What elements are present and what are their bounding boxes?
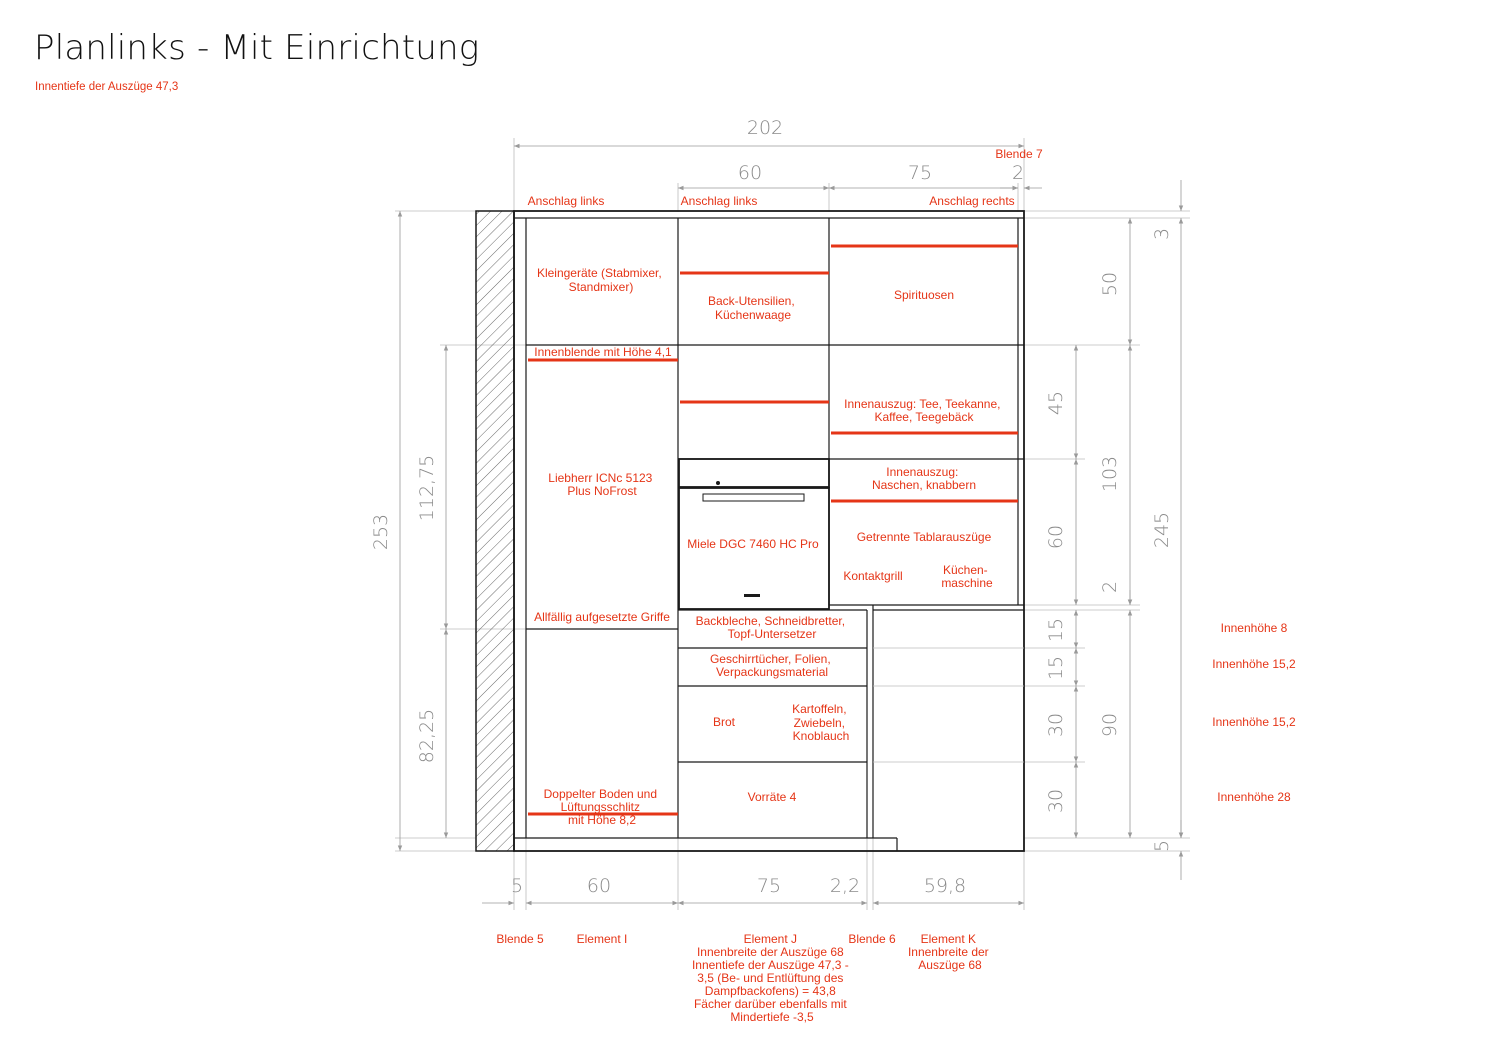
dim-r1-15a: 15 [1045,618,1067,642]
label-liebherr: Liebherr ICNc 5123 Plus NoFrost [548,471,655,498]
label-kuechenmaschine: Küchen- maschine [941,563,993,590]
label-anschlag-links-1: Anschlag links [528,194,605,208]
dim-bot-5: 5 [511,875,523,897]
dimension-texts: 202 60 75 2 253 112,75 82,25 45 60 15 15… [370,117,1173,897]
label-griffe: Allfällig aufgesetzte Griffe [534,610,670,624]
dim-r2-2: 2 [1099,581,1121,593]
dim-left-82-25: 82,25 [416,709,438,763]
label-anschlag-rechts: Anschlag rechts [929,194,1014,208]
label-kleingeraete: Kleingeräte (Stabmixer, Standmixer) [537,266,665,294]
label-kontaktgrill: Kontaktgrill [843,569,902,583]
dim-r3-245: 245 [1151,512,1173,548]
dim-bot-75: 75 [757,875,781,897]
label-innenhoehe-28: Innenhöhe 28 [1217,790,1291,804]
label-brot: Brot [713,715,736,729]
dim-left-112-75: 112,75 [416,455,438,521]
label-miele: Miele DGC 7460 HC Pro [687,537,819,551]
dim-top-total: 202 [747,117,783,139]
page-subtitle: Innentiefe der Auszüge 47,3 [35,81,179,93]
dim-bot-59-8: 59,8 [924,875,966,897]
label-element-j: Element J Innenbreite der Auszüge 68 Inn… [692,932,852,1024]
dim-top-2: 2 [1012,162,1024,184]
label-tee: Innenauszug: Tee, Teekanne, Kaffee, Teeg… [844,397,1004,424]
dim-r1-15b: 15 [1045,656,1067,680]
dim-r1-30a: 30 [1045,713,1067,737]
red-shelf-lines [528,244,1018,816]
label-innenhoehe-15-2-b: Innenhöhe 15,2 [1212,715,1296,729]
dim-r3-3: 3 [1151,228,1173,240]
label-element-i: Element I [577,932,628,946]
cabinet-structure [475,210,1025,852]
dim-r2-50: 50 [1099,272,1121,296]
dim-r1-60: 60 [1045,525,1067,549]
page-title: Planlinks - Mit Einrichtung [34,28,480,68]
label-vorraete: Vorräte 4 [748,790,797,804]
dim-r2-90: 90 [1099,713,1121,737]
label-spirituosen: Spirituosen [894,288,954,302]
dimension-lines [397,143,1184,906]
label-doppelter-boden: Doppelter Boden und Lüftungsschlitz mit … [544,787,661,827]
label-geschirr: Geschirrtücher, Folien, Verpackungsmater… [710,652,834,679]
dim-r3-5: 5 [1151,840,1173,852]
dim-bot-2-2: 2,2 [830,875,860,897]
label-element-k: Element K Innenbreite der Auszüge 68 [908,932,992,972]
dim-top-75: 75 [908,162,932,184]
label-blende-7: Blende 7 [995,147,1043,161]
label-anschlag-links-2: Anschlag links [681,194,758,208]
dim-r2-103: 103 [1099,456,1121,492]
label-naschen: Innenauszug: Naschen, knabbern [872,465,976,492]
label-tablar: Getrennte Tablarauszüge [857,530,992,544]
dim-top-60: 60 [738,162,762,184]
label-innenhoehe-15-2-a: Innenhöhe 15,2 [1212,657,1296,671]
label-blende-5: Blende 5 [496,932,544,946]
label-back-utensilien: Back-Utensilien, Küchenwaage [708,294,798,322]
label-innenblende: Innenblende mit Höhe 4,1 [534,345,672,359]
dim-left-253: 253 [370,514,392,550]
dim-r1-30b: 30 [1045,789,1067,813]
label-backbleche: Backbleche, Schneidbretter, Topf-Unterse… [696,614,849,641]
label-kartoffeln: Kartoffeln, Zwiebeln, Knoblauch [792,702,850,743]
dim-r1-45: 45 [1045,391,1067,415]
label-blende-6: Blende 6 [848,932,896,946]
label-innenhoehe-8: Innenhöhe 8 [1221,621,1288,635]
annotation-labels: Blende 7 Anschlag links Anschlag links A… [496,147,1296,1024]
dim-bot-60: 60 [587,875,611,897]
